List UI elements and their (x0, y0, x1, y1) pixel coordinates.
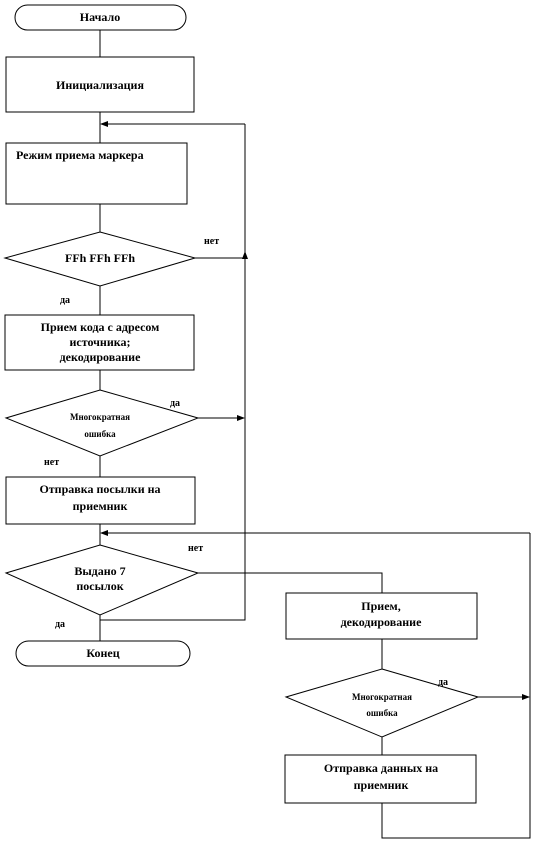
multi-error-2-line-2: ошибка (366, 708, 398, 718)
end-terminator (15, 640, 191, 667)
ffh-no-label: нет (204, 236, 219, 247)
multi-error-1-decision: Многократная ошибка да нет (4, 389, 200, 468)
receive-decode-box (285, 592, 478, 640)
ffh-decision: FFh FFh FFh нет да (3, 231, 219, 306)
marker-mode-node: Режим приема маркера (5, 142, 188, 205)
receive-code-box (4, 314, 195, 371)
connectors (99, 30, 531, 839)
issued-no-label: нет (188, 543, 203, 554)
start-label: Начало (80, 10, 120, 24)
issued-yes-label: да (55, 619, 65, 630)
issued-7-line-1: Выдано 7 (74, 564, 125, 578)
start-terminator (14, 4, 187, 31)
send-packet-node: Отправка посылки на приемник (5, 476, 196, 525)
multi-error-2-decision: Многократная ошибка да (284, 668, 480, 738)
send-data-line-1: Отправка данных на (324, 761, 438, 775)
receive-decode-node: Прием, декодирование (285, 592, 478, 640)
issued-7-line-2: посылок (76, 579, 123, 593)
receive-code-line-1: Прием кода с адресом (41, 320, 160, 334)
multi-error-1-line-1: Многократная (70, 412, 130, 422)
send-packet-box (5, 476, 196, 525)
receive-code-line-3: декодирование (60, 350, 141, 364)
return-line (381, 533, 531, 839)
send-data-box (284, 754, 477, 804)
issued-7-diamond (4, 544, 200, 616)
init-node: Инициализация (5, 56, 195, 113)
marker-mode-label: Режим приема маркера (16, 148, 144, 162)
send-data-line-2: приемник (354, 778, 409, 792)
init-label: Инициализация (56, 78, 144, 92)
send-packet-line-1: Отправка посылки на (39, 482, 160, 496)
receive-decode-line-2: декодирование (341, 615, 422, 629)
err1-yes-label: да (170, 398, 180, 409)
send-packet-line-2: приемник (73, 499, 128, 513)
init-box (5, 56, 195, 113)
end-node: Конец (15, 640, 191, 667)
ffh-yes-label: да (60, 295, 70, 306)
receive-code-node: Прием кода с адресом источника; декодиро… (4, 314, 195, 371)
end-label: Конец (86, 646, 119, 660)
multi-error-2-diamond (284, 668, 480, 738)
ffh-diamond (3, 231, 197, 287)
issued-7-decision: Выдано 7 посылок нет да (4, 543, 203, 630)
multi-error-1-line-2: ошибка (84, 429, 116, 439)
start-node: Начало (14, 4, 187, 31)
receive-code-line-2: источника; (70, 335, 131, 349)
marker-mode-box (5, 142, 188, 205)
err2-yes-label: да (438, 677, 448, 688)
multi-error-1-diamond (4, 389, 200, 457)
multi-error-2-line-1: Многократная (352, 692, 412, 702)
err1-no-label: нет (44, 457, 59, 468)
ffh-label: FFh FFh FFh (65, 251, 135, 265)
send-data-node: Отправка данных на приемник (284, 754, 477, 804)
edge-issued-no (198, 572, 383, 593)
receive-decode-line-1: Прием, (361, 599, 400, 613)
